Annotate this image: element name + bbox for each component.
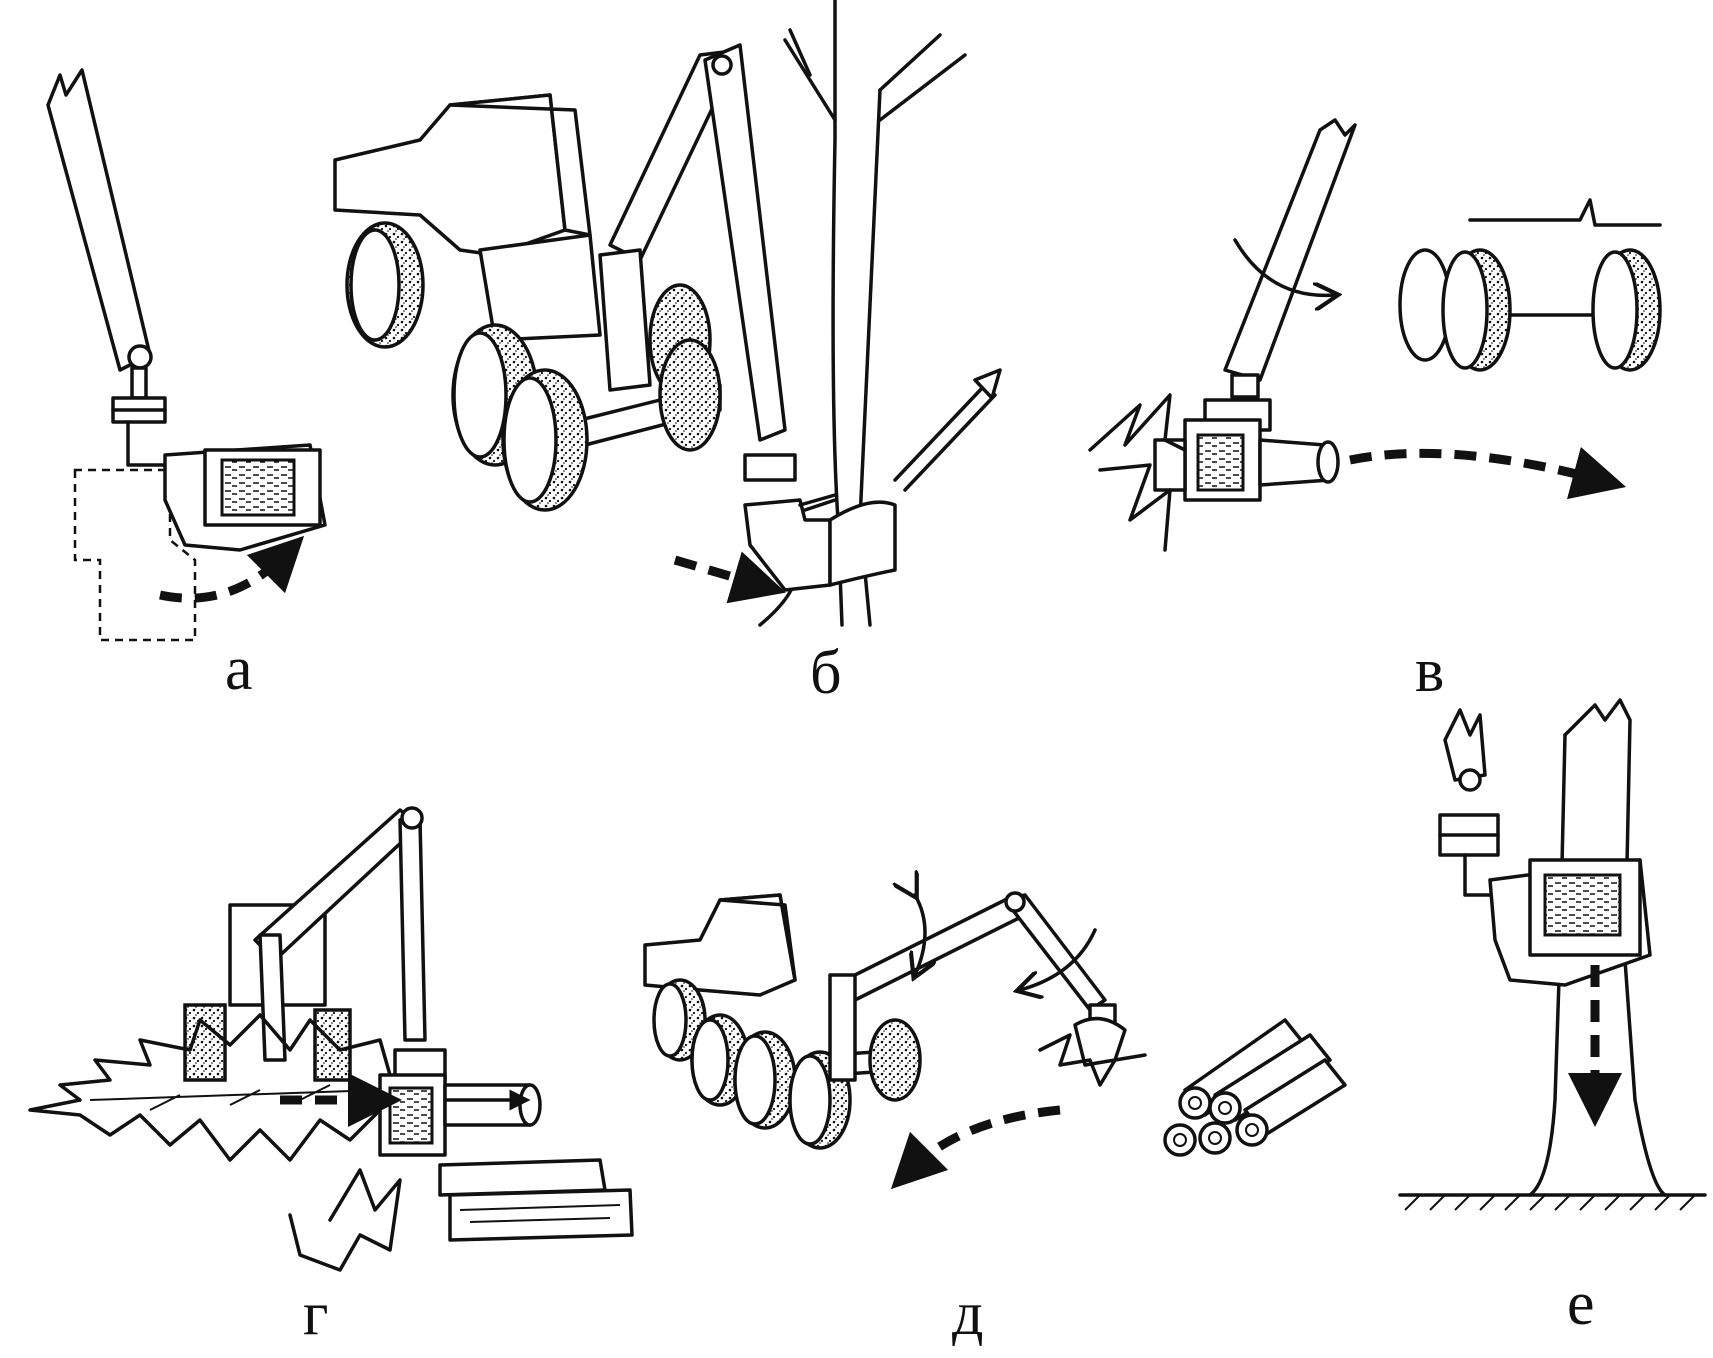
panel-g-drawing (28, 806, 634, 1272)
rotation-arrow (159, 535, 305, 603)
log (1153, 438, 1340, 492)
panel-v-drawing (1088, 118, 1662, 552)
felling-head (743, 453, 897, 592)
boom-arm (1438, 708, 1502, 897)
panel-label-v: в (1415, 637, 1445, 705)
panel-e-drawing (1398, 698, 1707, 1211)
slew-arrow (915, 895, 925, 975)
rotation-arrow (1233, 238, 1335, 295)
ground (1398, 1193, 1707, 1211)
feed-arrow (1349, 446, 1627, 500)
crane-boom (253, 806, 427, 1062)
rotator (111, 396, 170, 467)
harvester-head (1488, 858, 1652, 987)
boom-arm (1223, 118, 1357, 399)
panel-label-g: г (303, 1280, 329, 1348)
spruce-tree (28, 1013, 402, 1272)
panel-a-drawing (46, 68, 327, 642)
branches (1088, 393, 1187, 552)
panel-label-e: е (1567, 1270, 1595, 1338)
transport-arrow (890, 1105, 1061, 1190)
harvester-vehicle (333, 93, 722, 512)
swing-arrow (1020, 928, 1097, 990)
approach-arrow (673, 551, 786, 604)
grapple (1038, 1003, 1147, 1087)
forwarder-vehicle (1398, 198, 1662, 372)
tree-trunk (1528, 698, 1667, 1197)
panel-d-drawing (643, 893, 1347, 1190)
crane-boom (598, 43, 787, 442)
lift-arrow (893, 368, 1002, 492)
panel-label-b: б (810, 639, 842, 707)
panel-label-a: а (225, 635, 253, 703)
panel-b-drawing (333, 0, 1002, 627)
cut-logs (438, 1158, 634, 1242)
harvester-head (378, 1048, 542, 1157)
forwarder-vehicle (643, 893, 922, 1150)
panel-label-d: д (952, 1280, 984, 1348)
log-pile (1163, 1018, 1347, 1157)
boom-arm (46, 68, 153, 400)
harvester-head (163, 443, 327, 552)
harvester-head (1183, 398, 1272, 502)
